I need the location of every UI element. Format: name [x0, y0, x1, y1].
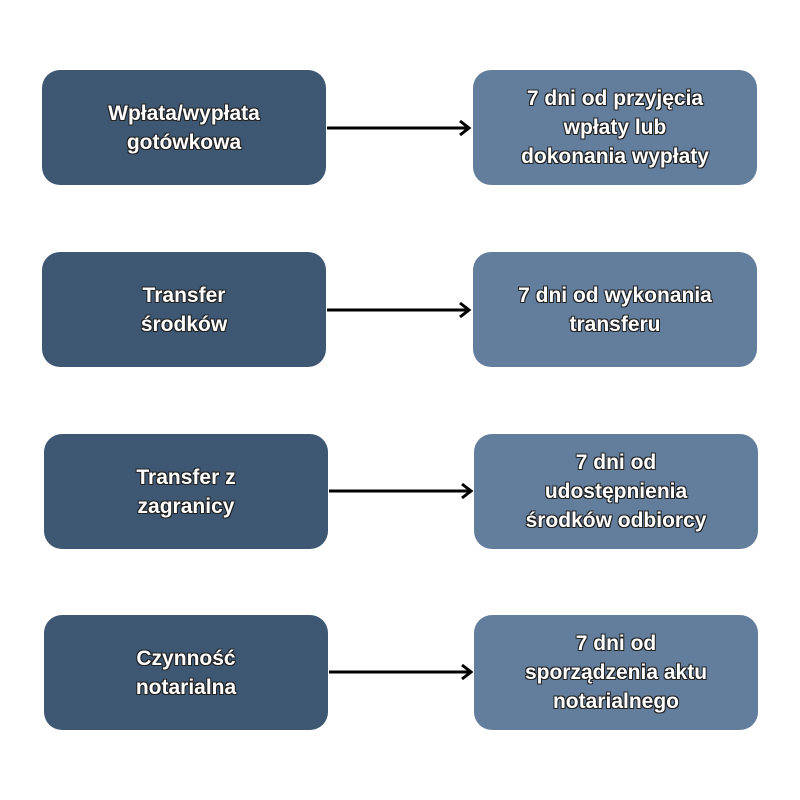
source-label: Transfer środków	[140, 283, 228, 336]
deadline-label: 7 dni od sporządzenia aktu notarialnego	[524, 632, 708, 713]
deadline-box-notarial: 7 dni od sporządzenia aktu notarialnego	[474, 615, 758, 730]
arrow-icon	[327, 119, 472, 137]
source-box-foreign-transfer: Transfer z zagranicy	[44, 434, 328, 549]
deadline-box-cash: 7 dni od przyjęcia wpłaty lub dokonania …	[473, 70, 757, 185]
source-box-cash: Wpłata/wypłata gotówkowa	[42, 70, 326, 185]
deadline-label: 7 dni od przyjęcia wpłaty lub dokonania …	[521, 87, 709, 168]
arrow-icon	[327, 301, 472, 319]
deadline-label: 7 dni od udostępnienia środków odbiorcy	[525, 451, 707, 532]
arrow-icon	[329, 663, 474, 681]
source-label: Transfer z zagranicy	[136, 465, 236, 518]
deadline-box-foreign-transfer: 7 dni od udostępnienia środków odbiorcy	[474, 434, 758, 549]
source-box-notarial: Czynność notarialna	[44, 615, 328, 730]
arrow-icon	[329, 482, 474, 500]
deadline-box-transfer: 7 dni od wykonania transferu	[473, 252, 757, 367]
source-label: Wpłata/wypłata gotówkowa	[108, 101, 260, 154]
source-box-transfer: Transfer środków	[42, 252, 326, 367]
deadline-label: 7 dni od wykonania transferu	[518, 283, 712, 336]
source-label: Czynność notarialna	[135, 646, 237, 699]
